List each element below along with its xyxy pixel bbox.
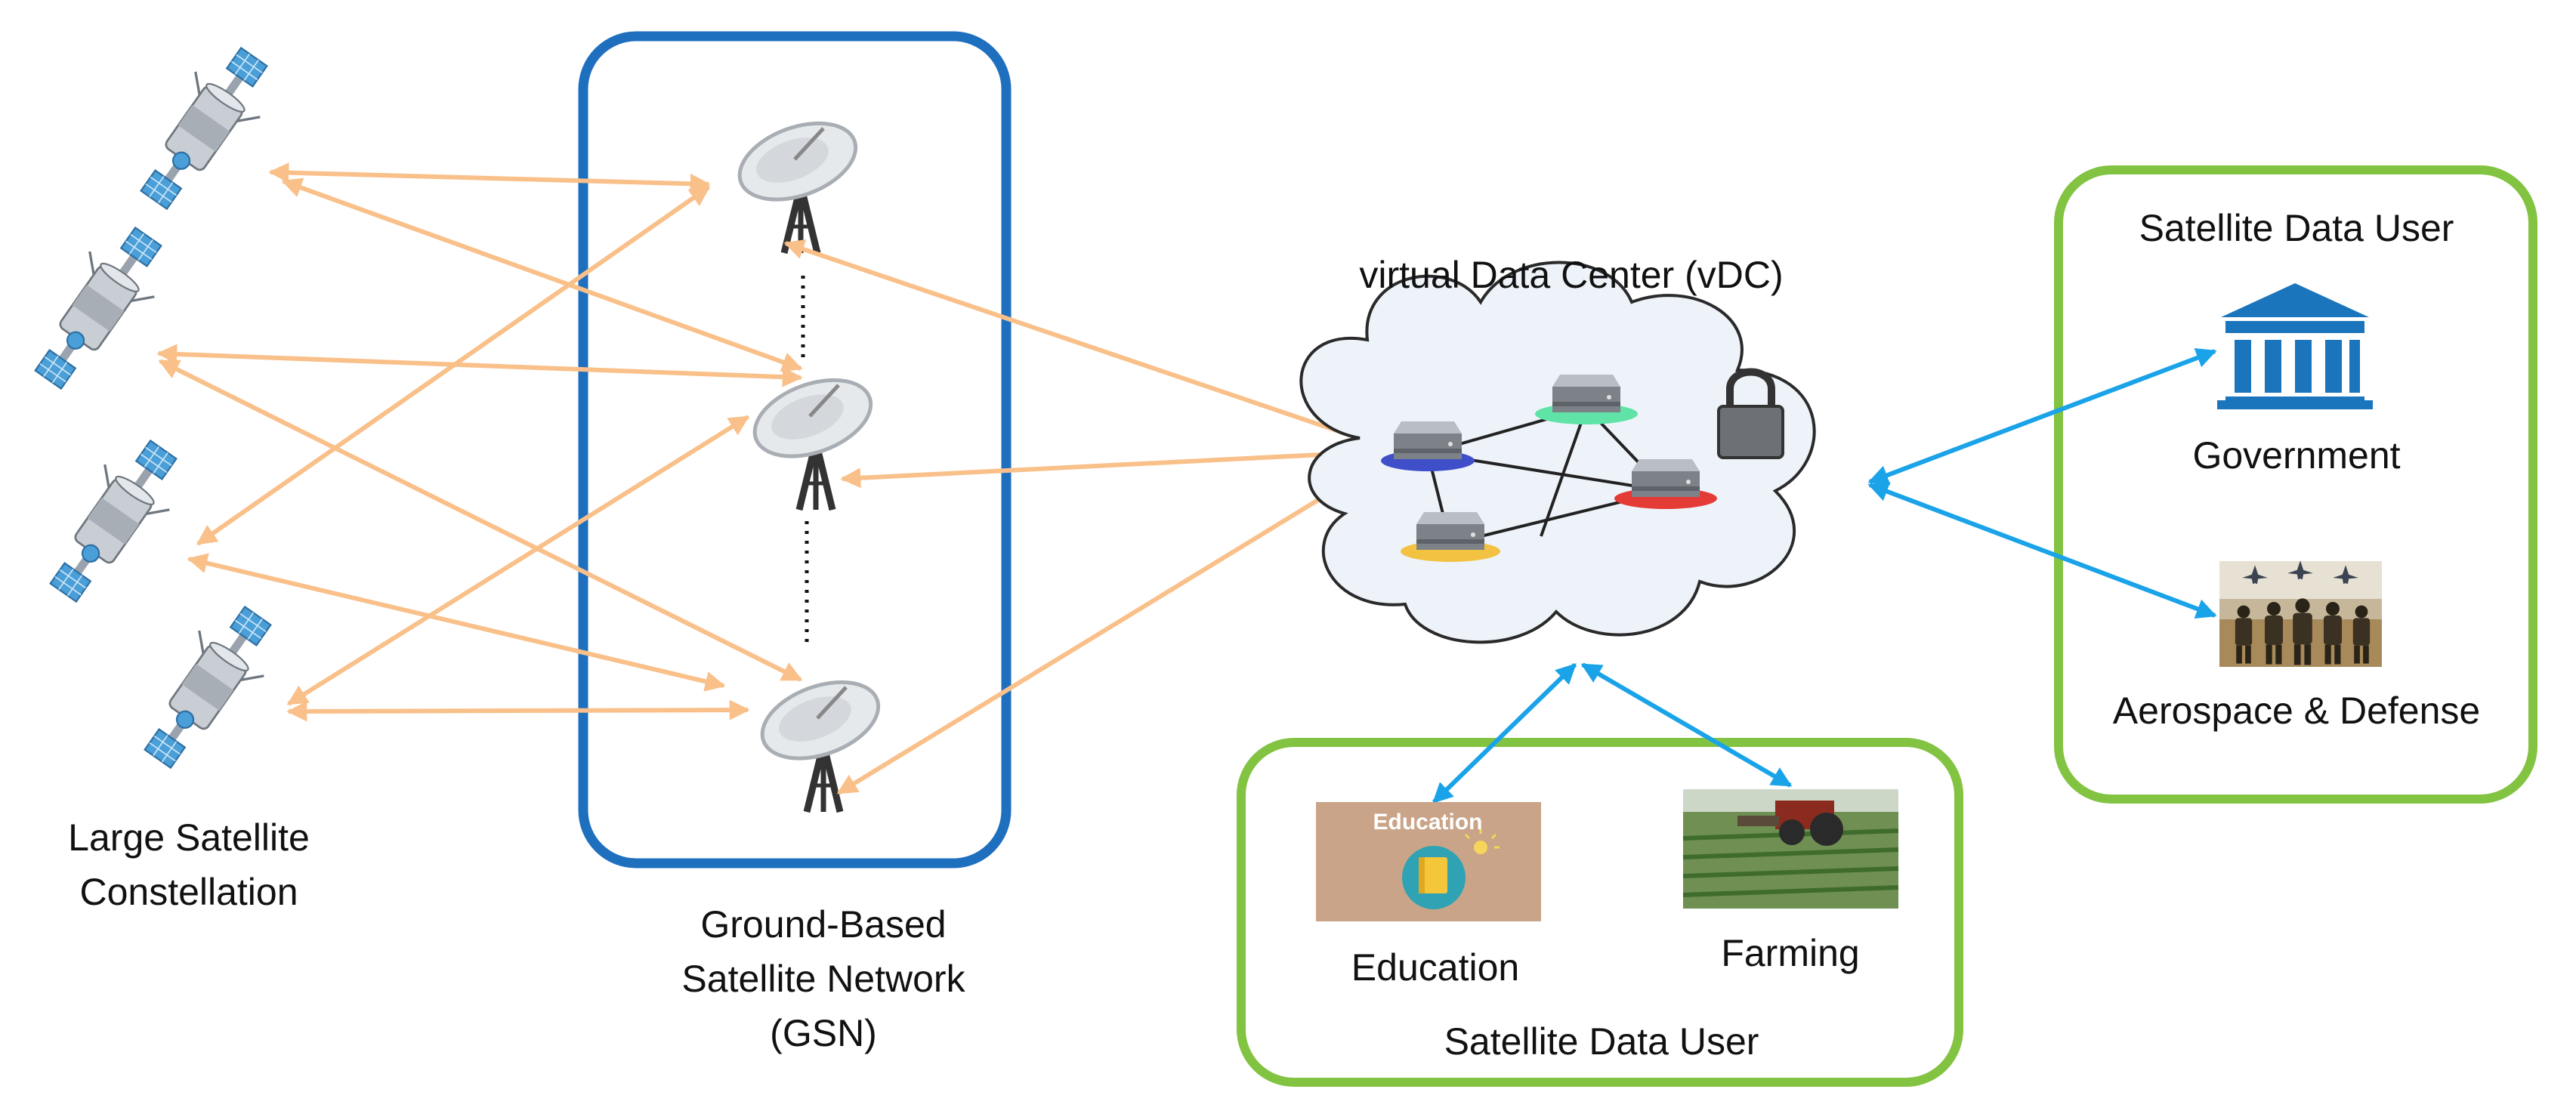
gsn-to-vdc-arrows — [783, 239, 1385, 795]
farming-photo — [1682, 789, 1899, 909]
satellite-icon — [29, 425, 197, 617]
satellite-icon — [124, 591, 292, 783]
satellite-constellation-line2: Constellation — [79, 871, 298, 913]
education-image-text: Education — [1373, 810, 1482, 835]
gsn-label-line2: Satellite Network — [681, 958, 965, 1000]
satellite-icon — [120, 32, 288, 224]
user-group-bottom-label: Satellite Data User — [1444, 1020, 1759, 1063]
dish-antenna-icon — [744, 366, 881, 510]
education-label: Education — [1351, 946, 1520, 989]
server-icon — [1394, 421, 1462, 459]
uplink-arrows — [156, 162, 803, 722]
server-icon — [1552, 375, 1620, 412]
gsn-label-line3: (GSN) — [770, 1012, 877, 1054]
satellite-constellation-line1: Large Satellite — [68, 816, 310, 859]
server-icon — [1632, 459, 1700, 497]
data-user-arrows — [1432, 347, 2217, 804]
user-group-right-label: Satellite Data User — [2139, 207, 2454, 249]
server-icon — [1416, 512, 1484, 550]
farming-label: Farming — [1721, 932, 1860, 974]
dish-antenna-icon — [752, 668, 888, 812]
aerospace-label: Aerospace & Defense — [2112, 690, 2481, 732]
education-photo: Education — [1316, 802, 1541, 921]
gsn-label: Ground-Based Satellite Network (GSN) — [619, 897, 1027, 1060]
satellite-constellation-label: Large Satellite Constellation — [38, 810, 340, 919]
gsn-label-line1: Ground-Based — [700, 903, 947, 946]
satellite-icon — [14, 212, 182, 404]
defense-photo — [2219, 560, 2382, 667]
vdc-label: virtual Data Center (vDC) — [1359, 254, 1784, 296]
dish-antenna-icon — [729, 109, 866, 253]
padlock-icon — [1717, 368, 1784, 459]
vdc-network — [1381, 375, 1717, 562]
government-label: Government — [2192, 434, 2401, 477]
government-building-icon — [2217, 283, 2373, 409]
